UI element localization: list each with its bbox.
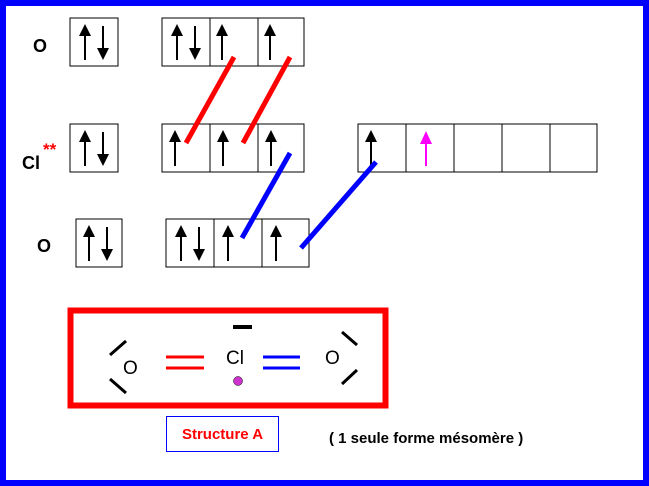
oxygen-top-2s-orbital xyxy=(69,17,119,67)
electron-up-arrow xyxy=(79,130,91,166)
atom-label-oxygen-top: O xyxy=(33,36,48,56)
electron-up-arrow xyxy=(217,130,229,166)
electron-down-arrow xyxy=(97,132,109,166)
lone-pair xyxy=(109,377,127,395)
electron-down-arrow xyxy=(189,26,201,60)
electron-up-arrow xyxy=(171,24,183,60)
atom-label-oxygen-bottom: O xyxy=(37,236,52,256)
electron-up-arrow xyxy=(169,130,181,166)
lone-pair xyxy=(341,330,358,347)
blue-bond-lines xyxy=(239,151,378,250)
electron-up-arrow xyxy=(270,225,282,261)
red-bond-lines xyxy=(183,55,293,145)
electron-up-arrow xyxy=(365,130,377,166)
electron-arrows xyxy=(79,24,377,261)
electron-up-arrow xyxy=(222,225,234,261)
lone-pair xyxy=(340,368,359,386)
structure-caption-label: Structure A xyxy=(181,425,264,443)
oxygen-bottom-2s-orbital xyxy=(75,218,123,268)
lewis-atom-left-o: O xyxy=(123,358,138,379)
chlorine-3s-orbital xyxy=(69,123,119,173)
lewis-structure-box xyxy=(67,307,389,409)
oxygen-top-2p-orbitals xyxy=(161,17,305,67)
electron-up-arrow xyxy=(265,130,277,166)
electron-up-arrow xyxy=(175,225,187,261)
electron-up-arrow xyxy=(83,225,95,261)
lewis-atom-center-cl: Cl xyxy=(226,348,244,369)
atom-label-chlorine: Cl xyxy=(22,153,40,173)
chlorine-excited-marker: ** xyxy=(43,140,57,159)
chlorine-3d-orbitals xyxy=(357,123,598,173)
single-electron-dot xyxy=(233,376,243,386)
electron-up-arrow xyxy=(79,24,91,60)
lewis-atom-right-o: O xyxy=(325,348,340,369)
electron-down-arrow xyxy=(101,227,113,261)
electron-up-arrow xyxy=(216,24,228,60)
mesomer-note: ( 1 seule forme mésomère ) xyxy=(329,430,524,447)
electron-up-arrow xyxy=(264,24,276,60)
oxygen-bottom-2p-orbitals xyxy=(165,218,310,268)
electron-down-arrow xyxy=(97,26,109,60)
structure-caption: Structure A xyxy=(166,416,279,452)
promoted-electron-arrow xyxy=(420,131,432,166)
lone-pair xyxy=(109,339,127,357)
electron-down-arrow xyxy=(193,227,205,261)
